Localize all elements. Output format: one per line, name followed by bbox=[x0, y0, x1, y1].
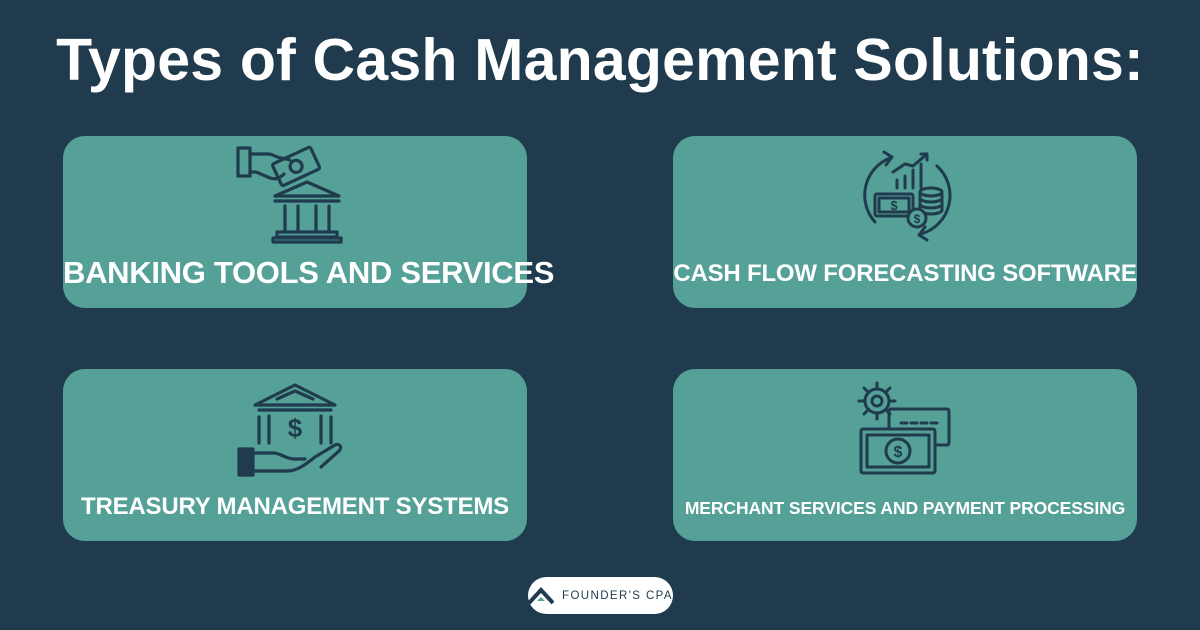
page-title: Types of Cash Management Solutions: bbox=[56, 27, 1144, 93]
card-banking-tools: BANKING TOOLS AND SERVICES bbox=[63, 136, 555, 308]
svg-text:$: $ bbox=[914, 212, 921, 226]
card-cash-flow-forecasting: $ $ CASH FLOW FORECASTING SOFTWARE bbox=[673, 136, 1137, 308]
bank-in-hand-icon: $ bbox=[237, 383, 343, 477]
card-treasury-management: $ TREASURY MANAGEMENT SYSTEMS bbox=[63, 369, 527, 541]
gear-card-cash-icon: $ bbox=[857, 381, 951, 475]
logo-text: FOUNDER'S CPA bbox=[562, 589, 673, 602]
card-label: CASH FLOW FORECASTING SOFTWARE bbox=[673, 260, 1137, 287]
hand-money-bank-icon bbox=[236, 145, 343, 244]
svg-text:$: $ bbox=[890, 198, 898, 213]
card-label: TREASURY MANAGEMENT SYSTEMS bbox=[81, 493, 509, 520]
cash-flow-cycle-icon: $ $ bbox=[863, 150, 952, 242]
founders-cpa-logo: FOUNDER'S CPA bbox=[528, 577, 673, 614]
svg-text:$: $ bbox=[288, 413, 303, 443]
card-label: MERCHANT SERVICES AND PAYMENT PROCESSING bbox=[684, 498, 1126, 518]
svg-text:$: $ bbox=[894, 444, 903, 461]
card-merchant-services: $ MERCHANT SERVICES AND PAYMENT PROCESSI… bbox=[673, 369, 1137, 541]
founders-cpa-logo-mark-icon bbox=[528, 586, 555, 604]
card-label: BANKING TOOLS AND SERVICES bbox=[63, 255, 555, 290]
